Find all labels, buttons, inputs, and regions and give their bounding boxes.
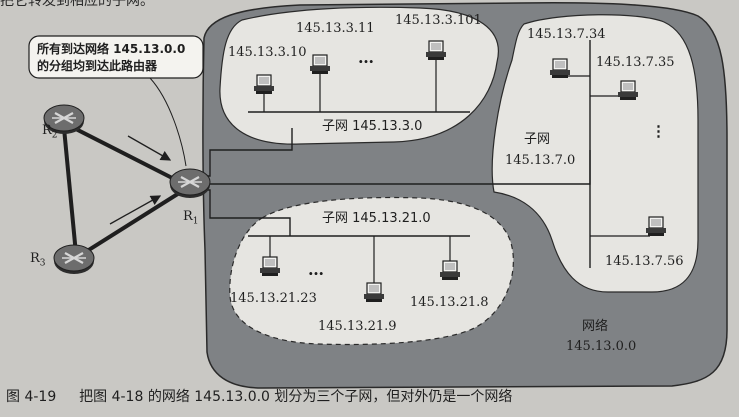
host-145-13-7-56: 145.13.7.56 <box>605 254 684 269</box>
router-r3-label: R3 <box>30 252 46 269</box>
top-cut-text: 把它转发到相应的子网。 <box>0 0 154 9</box>
subnet-7-label-line-2: 145.13.7.0 <box>505 153 576 168</box>
host-145-13-21-8: 145.13.21.8 <box>410 295 489 310</box>
network-label-line-1: 网络 <box>582 319 609 334</box>
host-145-13-21-23: 145.13.21.23 <box>230 291 317 306</box>
host-145-13-3-11: 145.13.3.11 <box>296 21 375 36</box>
figure-caption-text: 把图 4-18 的网络 145.13.0.0 划分为三个子网，但对外仍是一个网络 <box>79 389 513 405</box>
router-r1 <box>168 167 212 200</box>
host-145-13-3-10: 145.13.3.10 <box>228 45 307 60</box>
host-145-13-3-101: 145.13.3.101 <box>395 13 482 28</box>
host-145-13-7-35: 145.13.7.35 <box>596 55 675 70</box>
router-r2-label: R2 <box>42 124 58 141</box>
router-r3-subscript: 3 <box>39 258 46 269</box>
callout-line-1: 所有到达网络 145.13.0.0 <box>37 42 186 56</box>
callout-line-2: 的分组均到达此路由器 <box>37 59 158 73</box>
subnet-21-region <box>229 196 514 346</box>
network-label-line-2: 145.13.0.0 <box>566 339 637 354</box>
router-r1-subscript: 1 <box>192 216 199 227</box>
figure-number: 图 4-19 <box>6 389 57 405</box>
figure-caption: 图 4-19 把图 4-18 的网络 145.13.0.0 划分为三个子网，但对… <box>6 390 512 404</box>
subnet-21-ellipsis: … <box>308 260 324 279</box>
subnet-21-label: 子网 145.13.21.0 <box>322 211 431 226</box>
router-r3 <box>52 243 96 276</box>
callout-box <box>28 35 204 79</box>
host-145-13-21-9: 145.13.21.9 <box>318 319 397 334</box>
subnet-7-ellipsis: ⋮ <box>651 122 666 140</box>
subnet-7-region <box>491 14 699 293</box>
router-r3-letter: R <box>30 251 40 266</box>
router-r2-letter: R <box>42 123 52 138</box>
subnet-3-ellipsis: … <box>358 48 374 67</box>
subnet-7-label-line-1: 子网 <box>524 132 551 147</box>
router-r2-subscript: 2 <box>51 130 58 141</box>
router-r1-letter: R <box>183 209 193 224</box>
host-145-13-7-34: 145.13.7.34 <box>527 27 606 42</box>
subnet-3-label: 子网 145.13.3.0 <box>322 119 423 134</box>
router-r1-label: R1 <box>183 210 199 227</box>
